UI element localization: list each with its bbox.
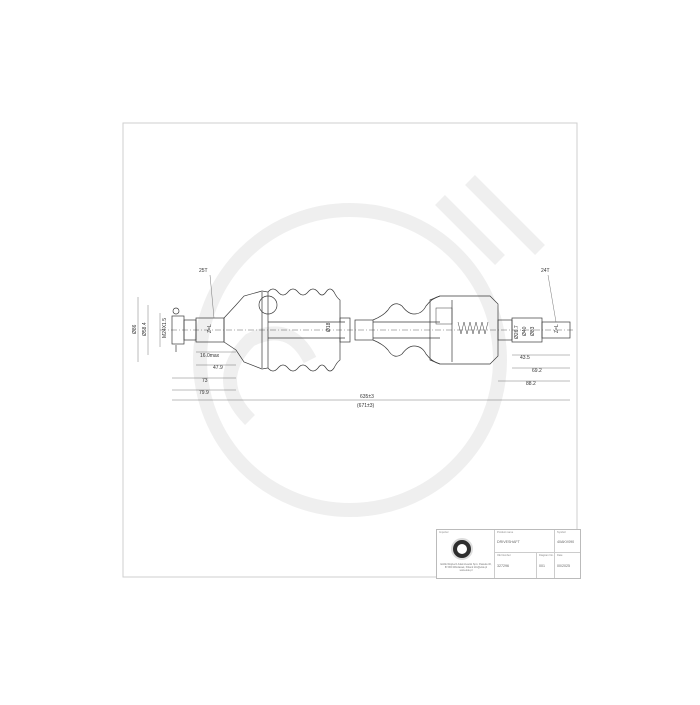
oe-number-label: OE Number [497, 554, 511, 557]
diagram-no-value: 001 [539, 564, 545, 568]
total-length-label: 635±3 [360, 394, 374, 400]
diagram-no-cell: Diagram No. 001 [536, 553, 554, 578]
left-dia-mid-label: Ø58.4 [142, 322, 148, 336]
left-spline-label: Z=L [207, 324, 213, 333]
dimension-labels: 25T 24T Ø86 Ø58.4 M24X1.5 Z=L Ø18 16.0ma… [132, 268, 560, 409]
date-value: 00/2025 [557, 564, 570, 568]
importer-cell: Importer ELDE Wojciech Adamczewski Sp.k.… [437, 530, 494, 578]
product-name-cell: Product name DRIVESHAFT [494, 530, 554, 553]
right-dia-2-label: Ø40 [522, 326, 528, 336]
importer-address: ELDE Wojciech Adamczewski Sp.k. Pasieka … [440, 563, 492, 573]
date-cell: Date 00/2025 [554, 553, 580, 578]
importer-label: Importer [439, 531, 449, 534]
right-dia-3-label: Ø83 [530, 326, 536, 336]
left-thread-label: M24X1.5 [162, 318, 168, 338]
symbol-value: 40AKV090 [557, 540, 575, 544]
len-88-label: 88.2 [526, 381, 536, 387]
left-teeth-label: 25T [199, 268, 208, 274]
diagram-no-label: Diagram No. [539, 554, 554, 557]
drawing-frame [122, 122, 578, 578]
date-label: Date [557, 554, 563, 557]
len-79-label: 79.9 [199, 390, 209, 396]
right-spline-label: Z=L [554, 324, 560, 333]
outer-boot [267, 288, 341, 322]
inner-cv-housing [429, 295, 499, 365]
len-16-label: 16.0max [200, 353, 220, 359]
title-block: Importer ELDE Wojciech Adamczewski Sp.k.… [436, 529, 581, 579]
len-69-label: 69.2 [532, 368, 542, 374]
right-teeth-label: 24T [541, 268, 550, 274]
total-length-alt-label: (671±3) [357, 403, 375, 409]
driveshaft-outline [160, 288, 575, 372]
oe-number-cell: OE Number 327296 [494, 553, 536, 578]
inner-boot [372, 295, 441, 321]
shaft-dia-label: Ø18 [326, 322, 332, 332]
len-47-label: 47.9 [213, 365, 223, 371]
company-logo-icon [451, 538, 473, 560]
dimension-lines [137, 274, 570, 401]
len-73-label: 73 [202, 378, 208, 384]
len-43-label: 43.5 [520, 355, 530, 361]
product-name-value: DRIVESHAFT [497, 540, 520, 544]
right-dia-1-label: Ø26.7 [514, 325, 520, 339]
spring [457, 321, 489, 335]
oe-number-value: 327296 [497, 564, 509, 568]
left-dia-outer-label: Ø86 [132, 324, 138, 334]
product-name-label: Product name [497, 531, 514, 534]
watermark-logo [193, 175, 545, 517]
symbol-label: Symbol [557, 531, 566, 534]
symbol-cell: Symbol 40AKV090 [554, 530, 580, 553]
